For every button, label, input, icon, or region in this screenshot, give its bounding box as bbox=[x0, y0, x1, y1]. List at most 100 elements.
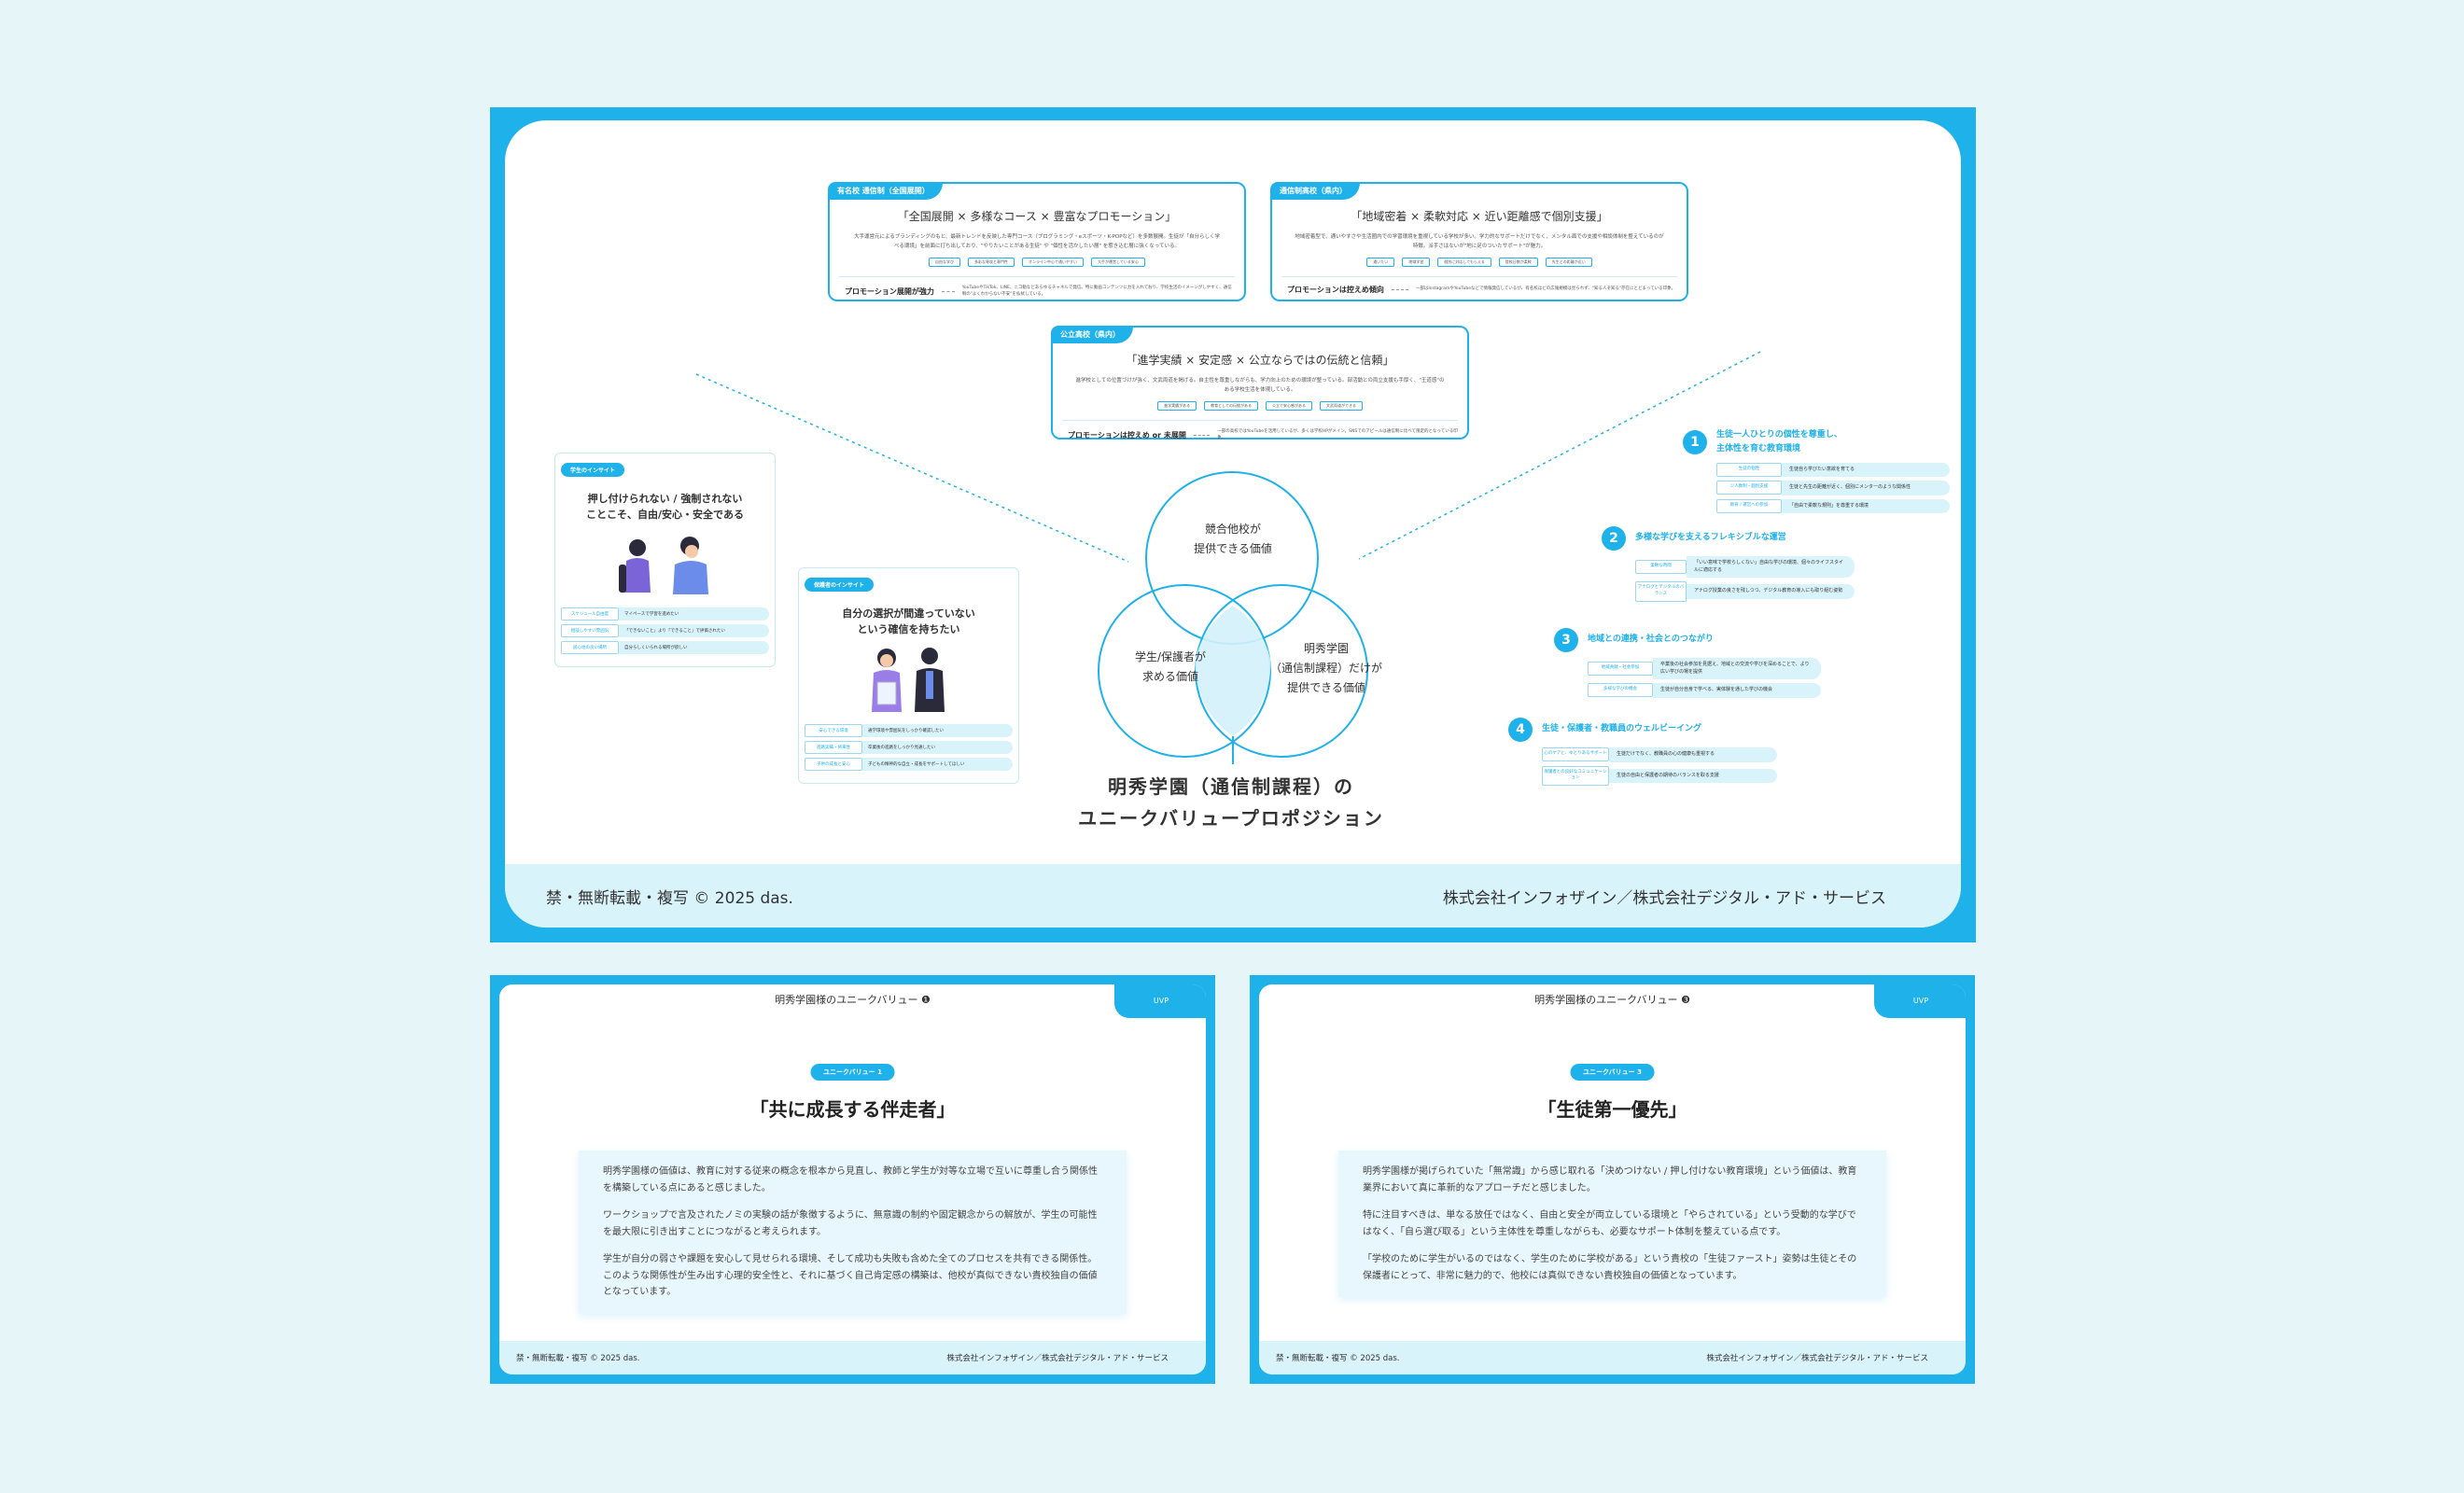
venn-label-students: 学生/保護者が 求める価値 bbox=[1105, 648, 1236, 687]
uvp-corner-tab: UVP bbox=[1114, 984, 1206, 1018]
uvp-row-label: 少人数制・個別支援 bbox=[1716, 481, 1782, 495]
uvp-item-1: 1 生徒一人ひとりの個性を尊重し、 主体性を育む教育環境 生徒の個性生徒自ら学び… bbox=[1683, 428, 1950, 517]
uvp-row-label: 保護者との良好なコミュニケーション bbox=[1542, 765, 1609, 786]
chip: 登校日数が柔軟 bbox=[1498, 257, 1538, 267]
insight-row: 安心できる環境 通学環境や雰囲気をしっかり確認したい bbox=[805, 724, 1013, 737]
promo-text: YouTubeやTikTok、LINE、ニコ動などあらゆるチャネルで発信。特に動… bbox=[961, 285, 1232, 298]
diagram-title: 明秀学園（通信制課程）の ユニークバリュープロポジション bbox=[951, 771, 1511, 834]
chip: 大手が運営している安心 bbox=[1091, 257, 1145, 267]
chip: 通いたい bbox=[1366, 257, 1395, 267]
uvp-item-3: 3 地域との連携・社会とのつながり 地域貢献・社会参加卒業後の社会参加を見据え、… bbox=[1554, 628, 1821, 702]
main-slide: 有名校 通信制（全国展開） 「全国展開 × 多様なコース × 豊富なプロモーショ… bbox=[490, 107, 1976, 942]
insight-tag: 学生のインサイト bbox=[561, 463, 625, 477]
insight-row-text: 自分らしくいられる場所が欲しい bbox=[619, 641, 769, 654]
uvp-row-text: 生徒自ら学びたい意欲を育てる bbox=[1782, 462, 1950, 478]
promo-divider bbox=[1391, 288, 1408, 290]
company-credit: 株式会社インフォザイン／株式会社デジタル・アド・サービス bbox=[946, 1354, 1169, 1363]
chip: 文武両道ができる bbox=[1319, 400, 1363, 411]
uvp-head: 1 生徒一人ひとりの個性を尊重し、 主体性を育む教育環境 bbox=[1683, 428, 1950, 457]
uvp-rows: 地域貢献・社会参加卒業後の社会参加を見据え、地域との交流や学びを深めることで、よ… bbox=[1588, 658, 1821, 698]
uvp-heading: 地域との連携・社会とのつながり bbox=[1588, 633, 1714, 647]
promo-text: 一部の高校ではYouTubeを活用しているが、多くは学校HPがメイン。SNSでの… bbox=[1217, 428, 1458, 441]
slide-uvp-1: 明秀学園様のユニークバリュー ❶ UVP ユニークバリュー 1 「共に成長する伴… bbox=[490, 975, 1215, 1384]
uvp-row-label: 地域貢献・社会参加 bbox=[1588, 662, 1653, 676]
copyright: 禁・無断転載・複写 © 2025 das. bbox=[1276, 1354, 1400, 1363]
insight-row-label: スケジュール自由度 bbox=[561, 607, 619, 621]
slide-footer: 禁・無断転載・複写 © 2025 das. 株式会社インフォザイン／株式会社デジ… bbox=[1259, 1341, 1966, 1374]
school-tag: 通信制高校（県内） bbox=[1270, 182, 1360, 200]
uvp-row-text: 生徒だけでなく、教職員の心の健康も重視する bbox=[1609, 747, 1777, 762]
uvp-heading: 多様な学びを支えるフレキシブルな運営 bbox=[1635, 531, 1786, 545]
diagram-title-line1: 明秀学園（通信制課程）の bbox=[1108, 775, 1354, 798]
insight-row-label: 安心できる環境 bbox=[805, 724, 862, 737]
insight-title-line: 自分の選択が間違っていない bbox=[842, 607, 975, 620]
connector-lines bbox=[695, 351, 1761, 764]
promo-text: 一部はInstagramやYouTubeなどで情報発信しているが、有名校ほどの広… bbox=[1415, 286, 1676, 292]
school-chips: 進学実績がある 教育としての伝統がある 公立で安心感がある 文武両道ができる bbox=[1062, 400, 1458, 411]
promo-divider bbox=[1193, 434, 1211, 436]
venn-label-line: （通信制課程）だけが bbox=[1269, 662, 1382, 675]
chip: 公立で安心感がある bbox=[1265, 400, 1312, 411]
uvp-row-text: 生徒の自由と保護者の期待のバランスを取る支援 bbox=[1609, 768, 1777, 783]
uvp-row-text: 卒業後の社会参加を見据え、地域との交流や学びを深めることで、より広い学びの場を提… bbox=[1653, 658, 1821, 679]
uvp-rows: 柔軟な時間「いい意味で学校らしくない」自由な学びの環境、個々のライフスタイルに適… bbox=[1635, 556, 1855, 602]
insight-row-text: 「できないこと」より「できること」で評価されたい bbox=[619, 624, 769, 637]
uvp-row: 教育 / 運営への参加「自由で柔軟な規則」を尊重する環境 bbox=[1716, 498, 1950, 514]
uvp-number: 1 bbox=[1683, 430, 1707, 455]
value-pill: ユニークバリュー 3 bbox=[1570, 1064, 1655, 1081]
uvp-head: 3 地域との連携・社会とのつながり bbox=[1554, 628, 1821, 652]
venn-label-line: 明秀学園 bbox=[1303, 642, 1349, 655]
uvp-row-label: アナログとデジタルのバランス bbox=[1635, 581, 1687, 602]
uvp-row: 少人数制・個別支援生徒と先生の距離が近く、個別にメンターのような関係性 bbox=[1716, 481, 1950, 495]
venn-label-line: 提供できる価値 bbox=[1194, 542, 1272, 555]
chip: オンライン中心で通いやすい bbox=[1022, 257, 1085, 267]
uvp-row-text: 「いい意味で学校らしくない」自由な学びの環境、個々のライフスタイルに適応する bbox=[1687, 556, 1855, 578]
value-paragraph: 特に注目すべきは、単なる放任ではなく、自由と安全が両立している環境と「やらされて… bbox=[1363, 1210, 1856, 1237]
venn-label-line: 求める価値 bbox=[1141, 670, 1198, 683]
school-tag: 有名校 通信制（全国展開） bbox=[828, 182, 943, 200]
insight-row-text: 通学環境や雰囲気をしっかり確認したい bbox=[862, 724, 1013, 737]
diagram-title-line2: ユニークバリュープロポジション bbox=[1078, 807, 1384, 830]
parents-illustration bbox=[872, 648, 945, 712]
school-desc: 地域密着型で、通いやすさや生活圏内での学習環境を重視している学校が多い。学力的な… bbox=[1295, 234, 1664, 249]
slide-canvas: 明秀学園様のユニークバリュー ❸ UVP ユニークバリュー 3 「生徒第一優先」… bbox=[1259, 984, 1966, 1374]
promo-row: プロモーションは控えめ or 未展開 一部の高校ではYouTubeを活用している… bbox=[1062, 419, 1458, 442]
uvp-row: アナログとデジタルのバランスアナログ授業の良さを残しつつ、デジタル教育の導入にも… bbox=[1635, 581, 1855, 602]
uvp-row-label: 生徒の個性 bbox=[1716, 462, 1782, 477]
main-slide-canvas: 有名校 通信制（全国展開） 「全国展開 × 多様なコース × 豊富なプロモーショ… bbox=[505, 120, 1961, 928]
company-credit: 株式会社インフォザイン／株式会社デジタル・アド・サービス bbox=[1706, 1354, 1928, 1363]
promo-label: プロモーションは控えめ傾向 bbox=[1287, 285, 1384, 294]
school-title: 「進学実績 × 安定感 × 公立ならではの伝統と信頼」 bbox=[1126, 354, 1394, 367]
slide-canvas: 明秀学園様のユニークバリュー ❶ UVP ユニークバリュー 1 「共に成長する伴… bbox=[499, 984, 1206, 1374]
uvp-rows: 生徒の個性生徒自ら学びたい意欲を育てる 少人数制・個別支援生徒と先生の距離が近く… bbox=[1716, 462, 1950, 514]
value-paragraph: 明秀学園様の価値は、教育に対する従来の概念を根本から見直し、教師と学生が対等な立… bbox=[603, 1166, 1098, 1193]
insight-row-label: 進路実績・将来性 bbox=[805, 741, 862, 754]
school-tag: 公立高校（県内） bbox=[1051, 326, 1133, 343]
uvp-row-text: 「自由で柔軟な規則」を尊重する環境 bbox=[1782, 498, 1950, 514]
venn-label-meishu: 明秀学園 （通信制課程）だけが 提供できる価値 bbox=[1252, 639, 1401, 698]
uvp-item-4: 4 生徒・保護者・教職員のウェルビーイング 心のケアと、ゆとりあるサポート生徒だ… bbox=[1508, 718, 1777, 789]
uvp-row-label: 多様な学びの機会 bbox=[1588, 683, 1653, 698]
value-paragraph: 明秀学園様が掲げられていた「無常識」から感じ取れる「決めつけない / 押し付けな… bbox=[1363, 1166, 1857, 1193]
uvp-row-label: 心のケアと、ゆとりあるサポート bbox=[1542, 747, 1609, 762]
school-box-national: 有名校 通信制（全国展開） 「全国展開 × 多様なコース × 豊富なプロモーショ… bbox=[828, 182, 1246, 301]
uvp-head: 4 生徒・保護者・教職員のウェルビーイング bbox=[1508, 718, 1777, 742]
insight-row-label: 居心地の良い場所 bbox=[561, 641, 619, 654]
insight-row: 居心地の良い場所 自分らしくいられる場所が欲しい bbox=[561, 641, 769, 654]
uvp-row: 心のケアと、ゆとりあるサポート生徒だけでなく、教職員の心の健康も重視する bbox=[1542, 747, 1777, 762]
value-title: 「共に成長する伴走者」 bbox=[749, 1098, 956, 1121]
school-title: 「全国展開 × 多様なコース × 豊富なプロモーション」 bbox=[897, 210, 1177, 223]
insight-card-parent: 保護者のインサイト 自分の選択が間違っていない という確信を持ちたい 安心できる… bbox=[798, 567, 1019, 784]
insight-card-student: 学生のインサイト 押し付けられない / 強制されない ことこそ、自由/安心・安全… bbox=[554, 453, 776, 667]
venn-label-competitors: 競合他校が 提供できる価値 bbox=[1158, 520, 1308, 559]
uvp-heading-line: 生徒一人ひとりの個性を尊重し、 bbox=[1716, 430, 1842, 440]
uvp-rows: 心のケアと、ゆとりあるサポート生徒だけでなく、教職員の心の健康も重視する 保護者… bbox=[1542, 747, 1777, 786]
value-paragraph: 「学校のために学生がいるのではなく、学生のために学校がある」という貴校の「生徒フ… bbox=[1363, 1254, 1857, 1281]
venn-overlap bbox=[1195, 606, 1271, 736]
chip: 進学実績がある bbox=[1157, 400, 1197, 411]
uvp-number: 3 bbox=[1554, 628, 1578, 652]
promo-label: プロモーションは控えめ or 未展開 bbox=[1068, 430, 1186, 440]
insight-tag: 保護者のインサイト bbox=[805, 578, 875, 592]
company-credit: 株式会社インフォザイン／株式会社デジタル・アド・サービス bbox=[1442, 888, 1886, 908]
insight-row-label: 相談しやすい雰囲気 bbox=[561, 624, 619, 637]
